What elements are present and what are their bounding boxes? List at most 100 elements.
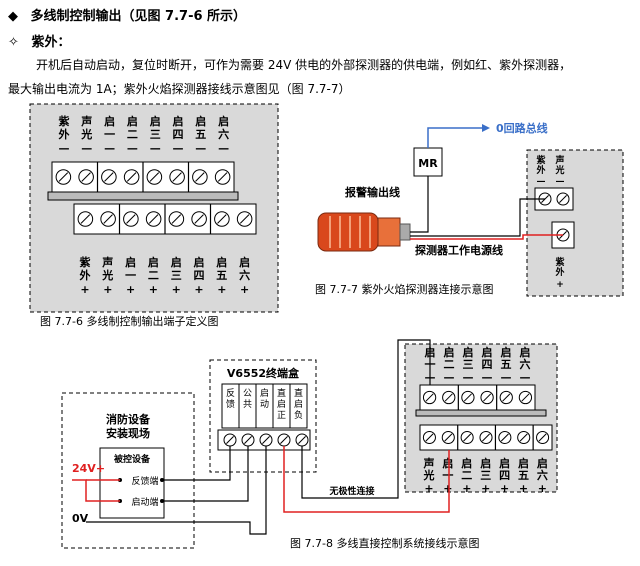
fig8-top-label-char: 启 <box>444 345 455 359</box>
fig6-top-label-char: 三 <box>150 128 161 141</box>
fig6-bottom-sign: + <box>149 283 158 296</box>
fig8-top-label-char: 四 <box>482 358 493 371</box>
fig6-top-sign: — <box>81 142 92 155</box>
fig7-top-label-char: 声 <box>554 154 564 166</box>
screw-slot <box>502 393 511 402</box>
fig7-bottom-sign: + <box>556 280 564 290</box>
screw-slot <box>483 393 492 402</box>
detector-plug <box>399 223 411 241</box>
fig8-bottom-label-char: 启 <box>480 456 491 470</box>
screw-slot <box>559 195 567 203</box>
fig6-bottom-label-char: 五 <box>216 269 227 282</box>
fig8-caption: 图 7.7-8 多线直接控制系统接线示意图 <box>290 537 480 550</box>
fig6-bottom-label-char: 启 <box>194 255 205 269</box>
v6552-col-label: 正 <box>277 411 286 421</box>
fig8-top-label-char: 启 <box>463 345 474 359</box>
fig8-top-label-char: 五 <box>501 358 512 371</box>
fig6-top-label-char: 六 <box>218 127 229 141</box>
fig6-bottom-sign: + <box>217 283 226 296</box>
screw-slot <box>298 436 306 444</box>
fig6-bottom-label-char: 声 <box>101 255 113 269</box>
v24-label: 24V+ <box>72 462 105 475</box>
nonpolar-label: 无极性连接 <box>328 485 374 497</box>
fig6-bottom-label-char: 外 <box>79 268 91 282</box>
fig8-top-label-char: 启 <box>482 345 493 359</box>
fig6-top-label-char: 四 <box>173 128 184 141</box>
fig6-bottom-label-char: 一 <box>125 269 136 282</box>
fig7-bottom-label-char: 紫 <box>555 256 564 268</box>
fig6-top-label-char: 启 <box>104 114 115 128</box>
v6552-col-label: 启 <box>294 398 303 410</box>
power-wire-black <box>410 198 545 237</box>
fig8-bottom-label-char: 一 <box>442 469 453 482</box>
screw-slot <box>217 172 228 182</box>
screw-slot <box>425 393 434 402</box>
fig8-top-label-char: 启 <box>501 345 512 359</box>
fig6-top-label-char: 启 <box>173 114 184 128</box>
fig8-top-sign: — <box>463 371 474 384</box>
fig8-top-label-char: 启 <box>520 345 531 359</box>
controlled-device-box <box>99 447 165 519</box>
fig6-top-sign: — <box>218 142 229 155</box>
screw-slot <box>521 393 530 402</box>
common-wire <box>86 446 267 535</box>
screw-slot <box>172 172 182 182</box>
fig6-top-sign: — <box>150 142 161 155</box>
sparkle-icon: ✧ <box>8 35 19 50</box>
fig6-top-label-char: 启 <box>218 114 229 128</box>
screw-slot <box>280 436 288 444</box>
site-label: 消防设备 <box>106 412 151 426</box>
bus-arrow-icon <box>482 124 490 132</box>
fig8-bottom-label-char: 六 <box>537 468 548 482</box>
fig6-top-sign: — <box>59 142 70 155</box>
screw-slot <box>171 214 182 224</box>
fig6-bottom-label-char: 三 <box>171 269 182 282</box>
v6552-col-box <box>289 383 308 429</box>
paragraph-line-1: 开机后自动启动，复位时断开，可作为需要 24V 供电的外部探测器的供电端，例如红… <box>36 58 572 72</box>
fig8-top-sign: — <box>501 371 512 384</box>
screw-slot <box>444 433 453 442</box>
screw-slot <box>148 214 159 224</box>
screw-slot <box>244 436 252 444</box>
screw-slot <box>149 172 160 182</box>
fig6-bottom-sign: + <box>80 283 89 296</box>
v6552-col-label: 启 <box>277 398 286 410</box>
screw-slot <box>104 172 114 182</box>
v6552-col-label: 馈 <box>226 398 235 410</box>
fig6-top-label-char: 启 <box>195 114 206 128</box>
fig8-bottom-sign: + <box>443 482 452 495</box>
fig6-bottom-label-char: 四 <box>194 269 205 282</box>
fig7-top-sign: — <box>537 177 546 187</box>
fig6-bottom-label-char: 紫 <box>80 255 91 269</box>
fig8-bottom-sign: + <box>538 482 547 495</box>
fig6-top-sign: — <box>127 142 138 155</box>
fig6-top-label-char: 启 <box>150 114 161 128</box>
section-heading-text: 多线制控制输出（见图 7.7-6 所示） <box>30 9 247 24</box>
v0-label: 0V <box>72 512 89 525</box>
fig6-bottom-label-char: 启 <box>239 255 250 269</box>
screw-slot <box>538 433 547 442</box>
bus-label: 0回路总线 <box>496 121 548 135</box>
fig8-bottom-label-char: 五 <box>518 469 529 482</box>
feedback-wire <box>162 446 231 481</box>
fig6-top-label-char: 紫 <box>59 114 70 128</box>
fig6-top-label-char: 二 <box>127 128 138 141</box>
fig7-top-sign: — <box>556 177 565 187</box>
site-label: 安装现场 <box>106 426 150 440</box>
subheading-text: 紫外： <box>31 35 71 50</box>
fig6-bottom-label-char: 启 <box>171 255 182 269</box>
paragraph-line-2: 最大输出电流为 1A；紫外火焰探测器接线示意图见（图 7.7-7） <box>8 82 351 96</box>
fig8-bottom-label-char: 启 <box>499 456 510 470</box>
fig7-top-label-char: 紫 <box>536 154 545 166</box>
screw-slot <box>463 433 472 442</box>
fig8-top-label-char: 六 <box>520 357 531 371</box>
fig6-bottom-label-char: 六 <box>239 268 250 282</box>
fig8-bottom-label-char: 启 <box>537 456 548 470</box>
fig8-bottom-sign: + <box>500 482 509 495</box>
power-label: 探测器工作电源线 <box>415 243 503 257</box>
fig6-top-sign: — <box>195 142 206 155</box>
v6552-col-label: 直 <box>277 387 286 399</box>
fig8-bottom-sign: + <box>519 482 528 495</box>
screw-slot <box>500 433 509 442</box>
v6552-col-label: 反 <box>226 388 235 399</box>
